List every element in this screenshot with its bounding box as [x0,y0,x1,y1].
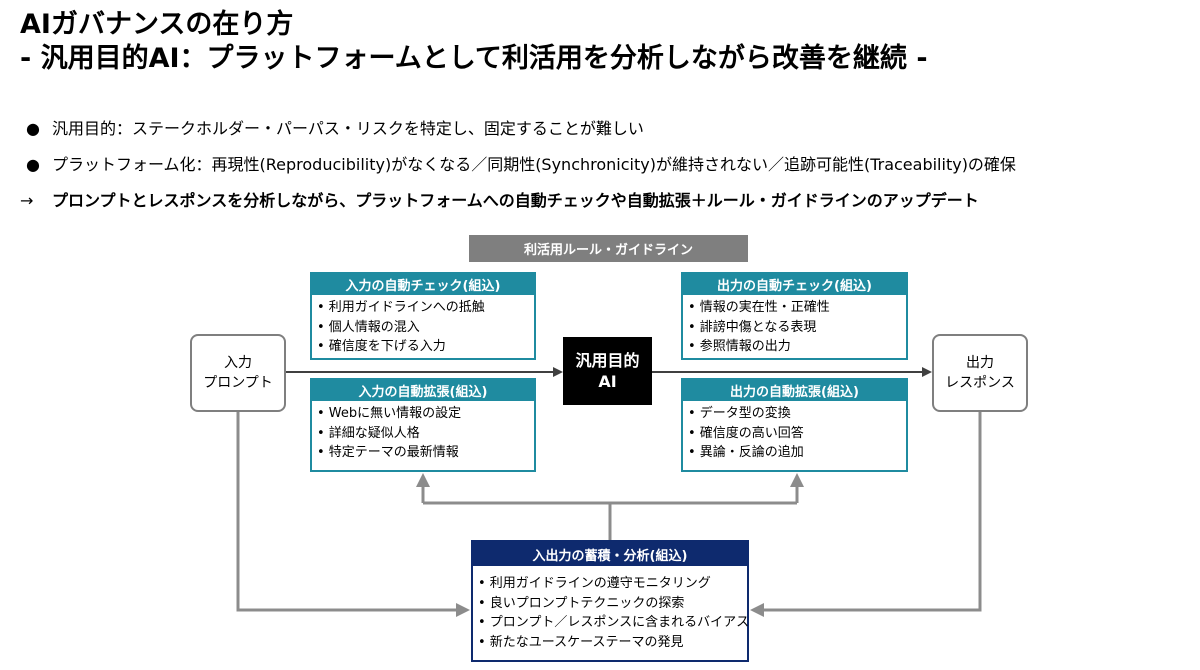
list-item: • 確信度を下げる入力 [317,339,446,354]
input-prompt-node: 入力 プロンプト [190,334,286,412]
analysis-box: 入出力の蓄積・分析(組込) • 利用ガイドラインの遵守モニタリング • 良いプロ… [471,540,749,662]
list-item: • 誹謗中傷となる表現 [688,319,817,335]
list-item: • 個人情報の混入 [317,319,420,335]
bullet-general-purpose: ● 汎用目的：ステークホルダー・パーパス・リスクを特定し、固定することが難しい [26,118,644,140]
arrow-output-to-analysis [750,412,982,617]
input-node-line2: プロンプト [203,375,273,391]
list-item: • プロンプト／レスポンスに含まれるバイアス [478,615,750,630]
bullet-text: プラットフォーム化：再現性(Reproducibility)がなくなる／同期性(… [52,155,1016,174]
list-item: • 新たなユースケーステーマの発見 [478,634,684,650]
right-arrow-icon: → [20,191,34,210]
input-check-title: 入力の自動チェック(組込) [312,274,534,295]
ai-node-line2: AI [598,372,617,391]
analysis-title: 入出力の蓄積・分析(組込) [473,542,747,566]
list-item: • 確信度の高い回答 [688,425,804,441]
output-node-line1: 出力 [966,355,994,371]
arrow-input-to-analysis [236,412,470,617]
list-item: • 利用ガイドラインへの抵触 [317,300,485,315]
page-title: AIガバナンスの在り方 [20,9,294,40]
output-extension-title: 出力の自動拡張(組込) [683,380,906,401]
output-node-line2: レスポンス [945,375,1015,391]
list-item: • データ型の変換 [688,406,791,421]
input-node-line1: 入力 [224,355,252,371]
list-item: • 特定テーマの最新情報 [317,445,459,460]
list-item: • 詳細な疑似人格 [317,425,420,441]
conclusion-line: → プロンプトとレスポンスを分析しながら、プラットフォームへの自動チェックや自動拡… [20,190,979,212]
ai-node-line1: 汎用目的 [575,351,640,370]
list-item: • 良いプロンプトテクニックの探索 [478,595,685,611]
bullet-text: 汎用目的：ステークホルダー・パーパス・リスクを特定し、固定することが難しい [52,119,644,138]
input-extension-title: 入力の自動拡張(組込) [312,380,534,401]
output-response-node: 出力 レスポンス [932,334,1028,412]
input-extension-box: 入力の自動拡張(組込) • Webに無い情報の設定 • 詳細な疑似人格 • 特定… [310,378,536,472]
page-subtitle: - 汎用目的AI：プラットフォームとして利活用を分析しながら改善を継続 - [20,43,928,74]
general-purpose-ai-node: 汎用目的 AI [563,337,652,405]
output-check-box: 出力の自動チェック(組込) • 情報の実在性・正確性 • 誹謗中傷となる表現 •… [681,272,908,360]
list-item: • 参照情報の出力 [688,339,791,354]
list-item: • 異論・反論の追加 [688,445,804,460]
list-item: • 利用ガイドラインの遵守モニタリング [478,576,711,591]
list-item: • Webに無い情報の設定 [317,406,462,421]
output-extension-box: 出力の自動拡張(組込) • データ型の変換 • 確信度の高い回答 • 異論・反論… [681,378,908,472]
guideline-bar: 利活用ルール・ガイドライン [469,235,748,262]
conclusion-text: プロンプトとレスポンスを分析しながら、プラットフォームへの自動チェックや自動拡張… [52,191,979,210]
bullet-dot-icon: ● [26,119,40,138]
bullet-dot-icon: ● [26,155,40,174]
bullet-platform: ● プラットフォーム化：再現性(Reproducibility)がなくなる／同期性… [26,154,1016,176]
input-check-box: 入力の自動チェック(組込) • 利用ガイドラインへの抵触 • 個人情報の混入 •… [310,272,536,360]
list-item: • 情報の実在性・正確性 [688,300,830,315]
output-check-title: 出力の自動チェック(組込) [683,274,906,295]
